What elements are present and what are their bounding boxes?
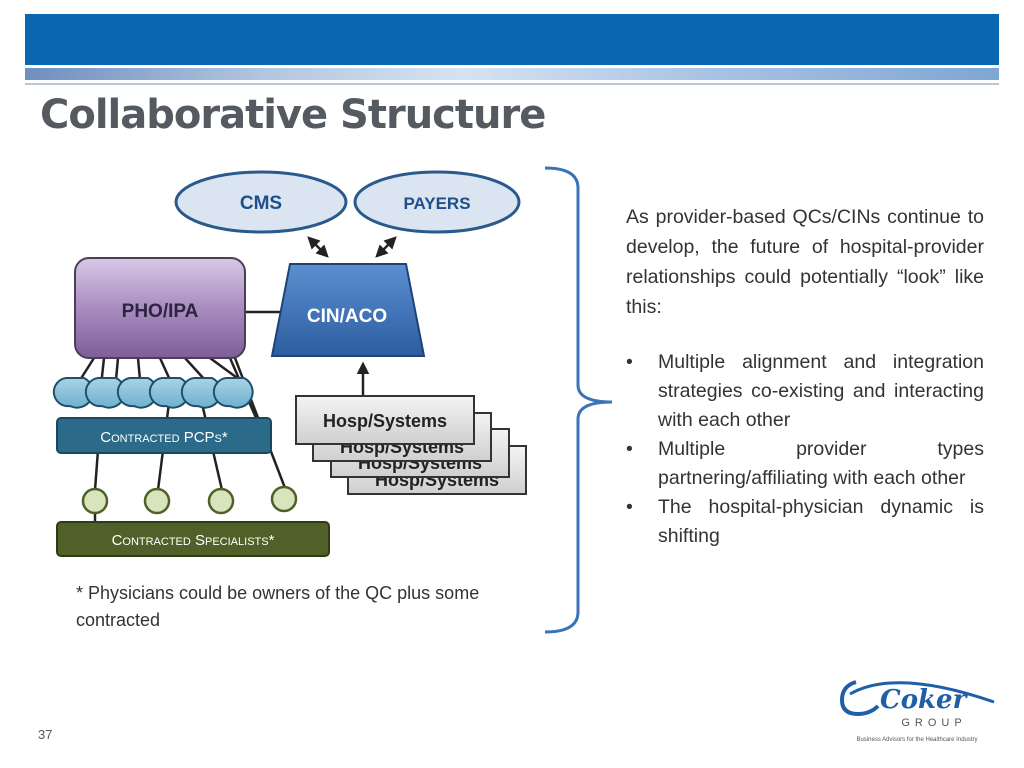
coker-group-logo: Coker GROUP Business Advisors for the He… bbox=[839, 680, 995, 743]
bullet-icon: • bbox=[626, 438, 633, 460]
cms-cin-arrow bbox=[307, 236, 329, 258]
slide-title: Collaborative Structure bbox=[40, 92, 546, 138]
specialist-circle-icon bbox=[270, 485, 298, 513]
bullet-item: •Multiple alignment and integration stra… bbox=[626, 348, 984, 435]
intro-paragraph: As provider-based QCs/CINs continue to d… bbox=[626, 206, 984, 318]
right-brace bbox=[544, 166, 613, 634]
logo-swash-icon bbox=[839, 680, 880, 717]
bullet-list: •Multiple alignment and integration stra… bbox=[626, 348, 984, 551]
hosp-systems-label-1: Hosp/Systems bbox=[323, 411, 447, 431]
cms-label: CMS bbox=[240, 193, 282, 214]
bullet-icon: • bbox=[626, 496, 633, 518]
specialist-circle-icon bbox=[143, 487, 171, 515]
contracted-pcps-label: Contracted PCPs* bbox=[100, 429, 228, 446]
bullet-item: •Multiple provider types partnering/affi… bbox=[626, 435, 984, 493]
logo-name: Coker bbox=[880, 685, 969, 715]
pcp-drop-icon bbox=[212, 377, 254, 409]
footnote: * Physicians could be owners of the QC p… bbox=[76, 583, 480, 630]
contracted-specialists-label: Contracted Specialists* bbox=[112, 532, 275, 549]
cms-node bbox=[174, 170, 348, 234]
hosp-systems-node-1 bbox=[295, 395, 475, 445]
explanation-text: As provider-based QCs/CINs continue to d… bbox=[626, 202, 984, 551]
specialist-icons bbox=[81, 485, 298, 515]
cin-aco-label: CIN/ACO bbox=[307, 306, 387, 327]
contracted-specialists-node bbox=[56, 521, 330, 557]
pho-ipa-node bbox=[74, 257, 246, 359]
header-divider bbox=[25, 83, 999, 85]
contracted-pcps-node bbox=[56, 417, 272, 454]
payers-node bbox=[353, 170, 521, 234]
bullet-icon: • bbox=[626, 351, 633, 373]
bullet-item: •The hospital-physician dynamic is shift… bbox=[626, 493, 984, 551]
cin-aco-node bbox=[270, 263, 426, 357]
specialist-circle-icon bbox=[81, 487, 109, 515]
pcp-icons bbox=[52, 377, 254, 409]
logo-group: GROUP bbox=[901, 717, 966, 729]
header-bar bbox=[25, 14, 999, 65]
pho-ipa-label: PHO/IPA bbox=[122, 301, 199, 322]
logo-tagline: Business Advisors for the Healthcare Ind… bbox=[856, 737, 977, 743]
specialist-circle-icon bbox=[207, 487, 235, 515]
hosp-systems-stack: Hosp/Systems Hosp/Systems Hosp/Systems H… bbox=[295, 395, 527, 495]
page-number: 37 bbox=[38, 727, 53, 742]
logo-underline-icon bbox=[849, 681, 995, 704]
payers-cin-arrow bbox=[375, 236, 397, 258]
header-stripe bbox=[25, 68, 999, 80]
payers-label: PAYERS bbox=[403, 194, 470, 213]
